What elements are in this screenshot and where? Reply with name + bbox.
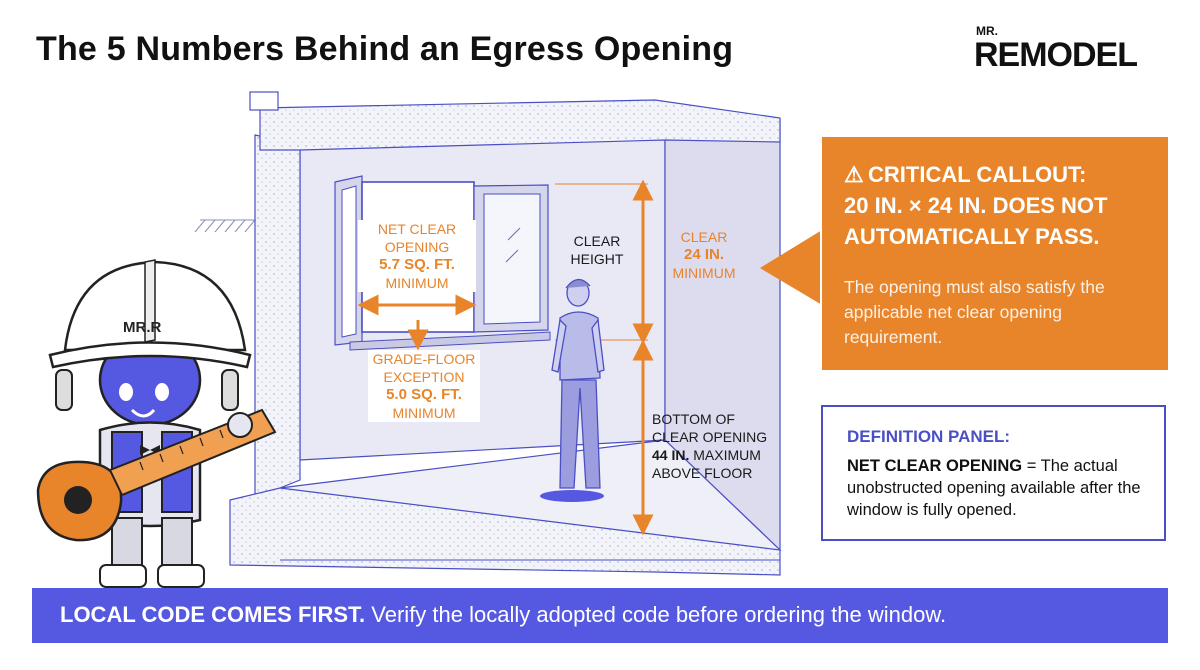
definition-text: NET CLEAR OPENING = The actual unobstruc… <box>847 455 1152 521</box>
sill-line2: CLEAR OPENING <box>652 429 768 445</box>
grade-floor-line2: EXCEPTION <box>383 369 465 385</box>
definition-body: = The actual unobstructed opening availa… <box>847 457 1141 519</box>
net-clear-value: 5.7 SQ. FT. <box>379 256 455 273</box>
logo-prefix: MR. <box>976 24 998 38</box>
person-figure <box>540 278 605 502</box>
floor-slab <box>229 487 781 576</box>
ceiling-slab <box>259 99 781 151</box>
label-sill-height: BOTTOM OF CLEAR OPENING 44 IN. MAXIMUM A… <box>652 410 782 482</box>
critical-line3: AUTOMATICALLY PASS. <box>844 224 1100 249</box>
net-clear-line1: NET CLEAR <box>377 221 457 237</box>
sill-value-suffix: MAXIMUM <box>689 447 761 463</box>
banner-text: LOCAL CODE COMES FIRST. Verify the local… <box>60 602 946 628</box>
brand-logo: MR. REMODEL <box>970 24 1170 76</box>
logo-word: REMODEL <box>974 36 1138 74</box>
critical-line1: CRITICAL CALLOUT: <box>868 162 1087 187</box>
grade-floor-line1: GRADE-FLOOR <box>372 351 476 367</box>
grade-floor-line4: MINIMUM <box>392 405 456 421</box>
ground-hatch <box>194 219 256 233</box>
local-code-banner: LOCAL CODE COMES FIRST. Verify the local… <box>32 588 1168 643</box>
clear-width-line1: CLEAR <box>680 229 728 245</box>
mascot-mr-r: MR.R <box>36 259 277 588</box>
sill-value: 44 IN. <box>652 447 690 463</box>
banner-body: Verify the locally adopted code before o… <box>365 602 947 627</box>
sill-line1: BOTTOM OF <box>652 411 735 427</box>
critical-heading: ⚠CRITICAL CALLOUT: 20 IN. × 24 IN. DOES … <box>844 159 1164 252</box>
definition-panel: DEFINITION PANEL: NET CLEAR OPENING = Th… <box>821 405 1166 541</box>
clear-height-line1: CLEAR <box>573 233 621 249</box>
critical-body: The opening must also satisfy the applic… <box>844 277 1105 347</box>
mascot-helmet-text: MR.R <box>123 319 161 336</box>
net-clear-line4: MINIMUM <box>385 275 449 291</box>
net-clear-line2: OPENING <box>384 239 450 255</box>
label-clear-height: CLEAR HEIGHT <box>562 232 632 268</box>
definition-heading: DEFINITION PANEL: <box>847 427 1011 446</box>
clear-width-value: 24 IN. <box>683 246 725 263</box>
grade-floor-value: 5.0 SQ. FT. <box>386 386 462 403</box>
clear-height-line2: HEIGHT <box>570 251 624 267</box>
banner-bold: LOCAL CODE COMES FIRST. <box>60 602 366 627</box>
critical-callout: ⚠CRITICAL CALLOUT: 20 IN. × 24 IN. DOES … <box>822 137 1168 370</box>
egress-diagram: MR.R <box>36 91 820 588</box>
foundation-wall <box>254 134 301 506</box>
page-title: The 5 Numbers Behind an Egress Opening <box>36 30 734 68</box>
definition-term: NET CLEAR OPENING <box>847 457 1023 475</box>
label-clear-width: CLEAR 24 IN. MINIMUM <box>662 228 746 282</box>
warning-icon: ⚠ <box>844 162 864 187</box>
callout-pointer <box>760 231 820 304</box>
critical-line2: 20 IN. × 24 IN. DOES NOT <box>844 193 1108 218</box>
clear-width-line3: MINIMUM <box>672 265 736 281</box>
label-net-clear: NET CLEAR OPENING 5.7 SQ. FT. MINIMUM <box>358 220 476 292</box>
sill-line4: ABOVE FLOOR <box>652 465 753 481</box>
label-grade-floor: GRADE-FLOOR EXCEPTION 5.0 SQ. FT. MINIMU… <box>368 350 480 422</box>
